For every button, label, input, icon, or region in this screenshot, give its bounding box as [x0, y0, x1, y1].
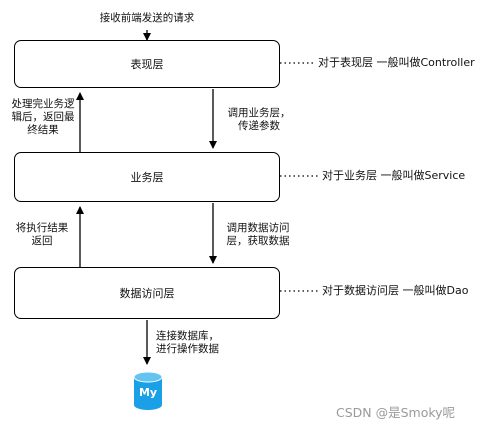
presentation-layer-label: 表现层: [130, 58, 164, 71]
presentation-layer-box: 表现层: [14, 40, 280, 88]
connect-db-label: 连接数据库， 进行操作数据: [156, 330, 219, 355]
call-business-label: 调用业务层， 传递参数: [227, 107, 291, 132]
return-business-label: 处理完业务逻 辑后，返回最 终结果: [11, 98, 75, 136]
data-access-layer-note: 对于数据访问层 一般叫做Dao: [322, 284, 469, 297]
return-data-access-label: 将执行结果 返回: [15, 222, 69, 247]
presentation-layer-note: 对于表现层 一般叫做Controller: [318, 56, 475, 69]
business-layer-box: 业务层: [14, 152, 280, 202]
call-data-access-label: 调用数据访问 层，获取数据: [226, 222, 290, 247]
request-label: 接收前端发送的请求: [99, 12, 195, 24]
csdn-watermark: CSDN @是Smoky呢: [336, 405, 456, 420]
business-layer-label: 业务层: [130, 171, 164, 184]
mysql-database-icon: My: [133, 371, 163, 411]
business-layer-note: 对于业务层 一般叫做Service: [322, 169, 466, 182]
data-access-layer-box: 数据访问层: [14, 267, 280, 319]
data-access-layer-label: 数据访问层: [119, 287, 175, 300]
database-label: My: [138, 386, 158, 399]
